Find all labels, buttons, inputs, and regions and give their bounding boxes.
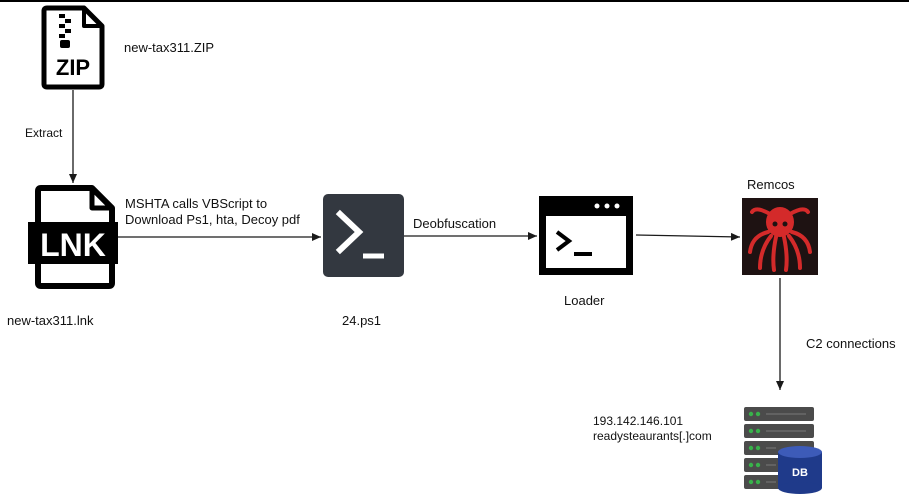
c2-domain-label: readysteaurants[.]com — [593, 429, 712, 443]
loader-label: Loader — [564, 293, 605, 308]
terminal-window-icon — [539, 196, 633, 275]
c2-ip-label: 193.142.146.101 — [593, 414, 684, 428]
zip-icon-text: ZIP — [56, 55, 90, 80]
edge-label-deobfuscation: Deobfuscation — [413, 216, 497, 231]
edge-label-mshta-line2: Download Ps1, hta, Decoy pdf — [125, 212, 300, 227]
zip-file-icon: ZIP — [41, 5, 105, 90]
arrow-loader-to-remcos — [635, 232, 741, 241]
powershell-icon — [323, 194, 404, 277]
server-database-icon: DB — [744, 407, 822, 494]
ps1-file-label: 24.ps1 — [342, 313, 382, 328]
edge-label-c2-connections: C2 connections — [806, 336, 896, 351]
lnk-file-label: new-tax311.lnk — [7, 313, 94, 328]
lnk-file-icon: LNK — [28, 185, 118, 289]
db-icon-text: DB — [792, 467, 808, 479]
lnk-icon-text: LNK — [40, 227, 106, 263]
arrows — [69, 90, 784, 390]
remcos-label: Remcos — [747, 177, 795, 192]
edge-label-extract: Extract — [25, 126, 63, 140]
zip-file-label: new-tax311.ZIP — [124, 40, 215, 55]
edge-label-mshta-line1: MSHTA calls VBScript to — [125, 196, 268, 211]
octopus-icon — [742, 198, 818, 275]
